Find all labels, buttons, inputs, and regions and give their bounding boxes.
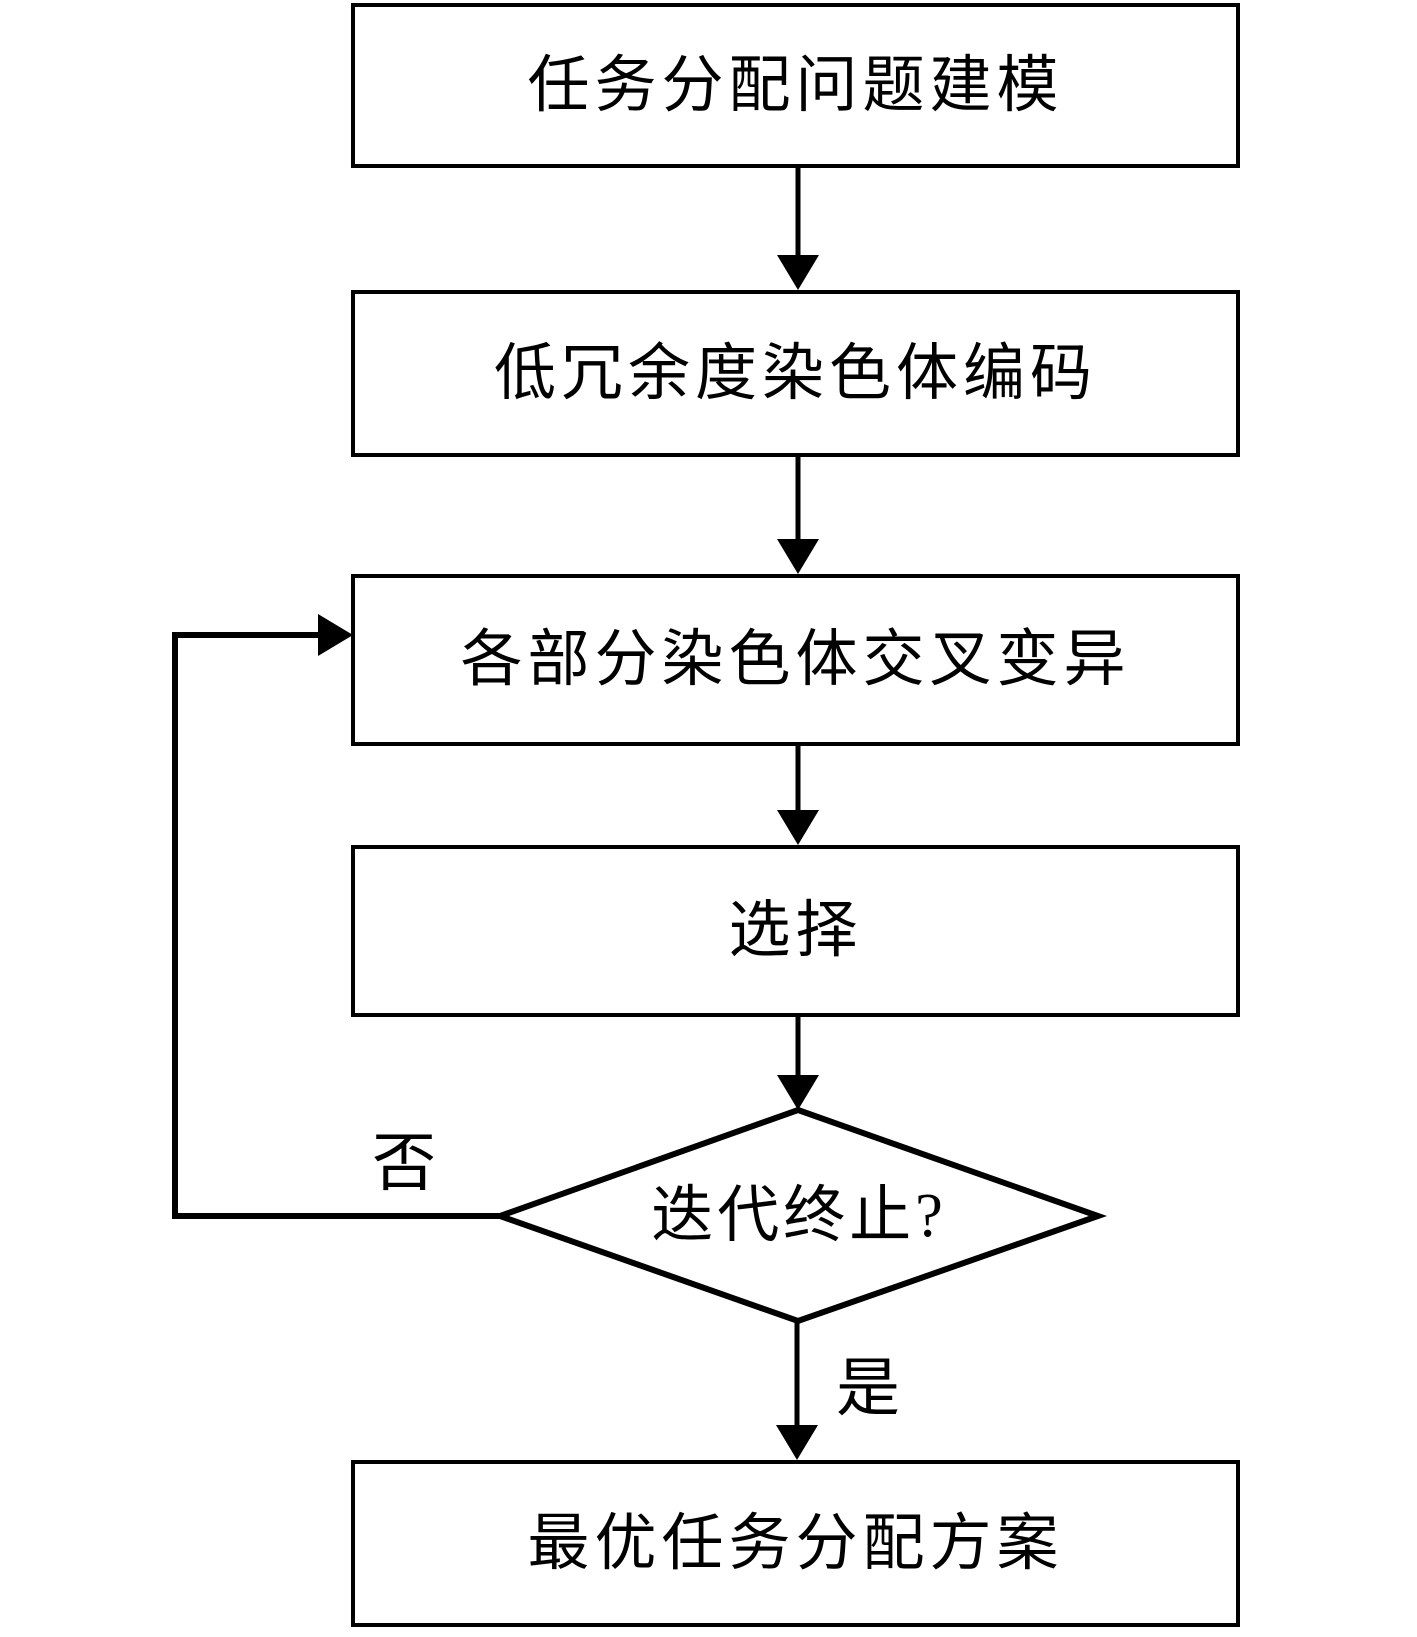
node-optimal-task-allocation-plan: 最优任务分配方案 (351, 1460, 1240, 1627)
arrowhead-right-loop (318, 614, 353, 656)
arrowhead-down-4 (777, 1075, 819, 1110)
node-chromosome-crossover-mutation: 各部分染色体交叉变异 (351, 574, 1240, 746)
node-selection: 选择 (351, 845, 1240, 1017)
node-task-allocation-modeling: 任务分配问题建模 (351, 3, 1240, 168)
arrowhead-down-5 (776, 1425, 818, 1460)
node-low-redundancy-chromosome-encoding: 低冗余度染色体编码 (351, 290, 1240, 457)
edge-label-no: 否 (372, 1128, 436, 1199)
edge-label-yes: 是 (836, 1353, 900, 1424)
arrowhead-down-1 (777, 255, 819, 290)
edge-terminate-crossover-loop (172, 632, 500, 1219)
arrowhead-down-3 (777, 810, 819, 845)
arrowhead-down-2 (777, 539, 819, 574)
node-iteration-terminate-decision: 迭代终止? (651, 1181, 947, 1250)
decision-diamond-shape (491, 1106, 1108, 1325)
